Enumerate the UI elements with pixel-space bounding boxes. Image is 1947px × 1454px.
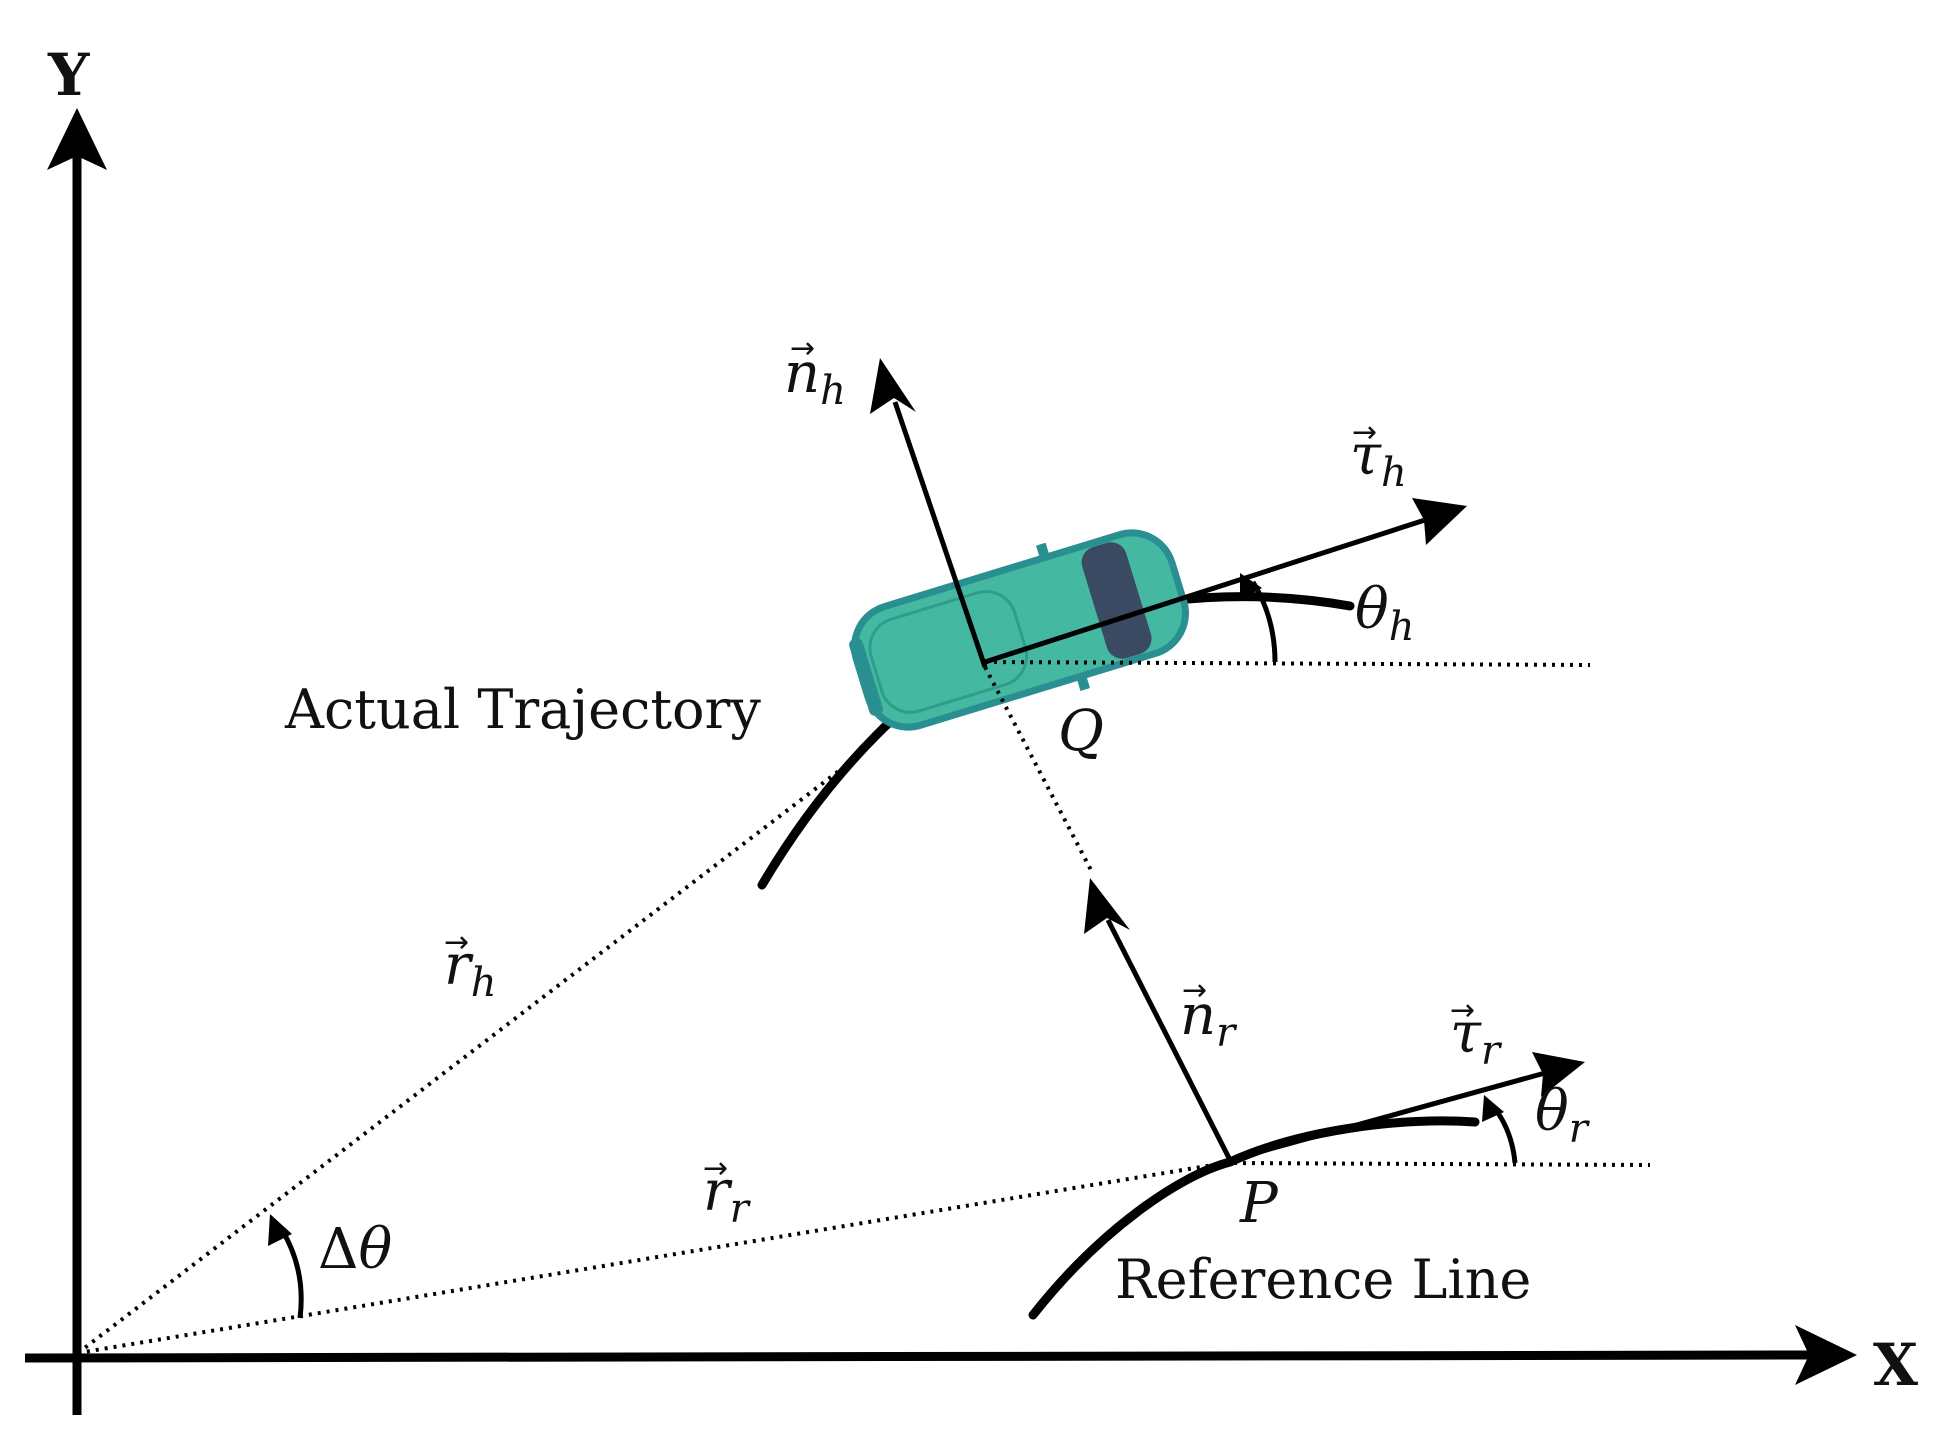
label-theta-r: θr [1535, 1079, 1591, 1152]
car-front-bumper [849, 638, 883, 716]
delta-theta-arc-arrowhead [268, 1214, 292, 1246]
y-axis-arrowhead [47, 108, 107, 170]
n-h-subscript: h [820, 368, 846, 414]
n-h-arrow-accent: → [790, 331, 815, 366]
theta-r-subscript: r [1569, 1106, 1591, 1152]
frame-at-p [1084, 878, 1585, 1164]
x-axis-arrowhead [1795, 1325, 1857, 1385]
n-r-arrow-accent: → [1182, 973, 1207, 1008]
n-r-vector-line [1105, 918, 1233, 1162]
car-side-mirror-bottom [1075, 672, 1091, 691]
svg-text:rr: rr [703, 1159, 752, 1232]
q-to-p-dotted-line [983, 666, 1094, 873]
x-axis [24, 1350, 1811, 1363]
tau-h-arrowhead [1412, 498, 1467, 545]
svg-text:τr: τr [1450, 1001, 1503, 1074]
n-h-symbol: n [784, 341, 820, 406]
label-theta-h: θh [1355, 577, 1414, 650]
theta-h-symbol: θ [1355, 577, 1389, 642]
label-r-r: → rr [703, 1151, 752, 1232]
q-horizontal-dotted-line [984, 660, 1591, 667]
theta-h-subscript: h [1389, 604, 1415, 650]
theta-h-arc-arrowhead [1240, 573, 1262, 600]
svg-text:nr: nr [1180, 983, 1238, 1056]
frame-at-q [870, 358, 1467, 668]
tau-r-vector-line [1229, 1070, 1546, 1163]
svg-text:τh: τh [1350, 423, 1407, 496]
tau-r-symbol: τ [1450, 1001, 1482, 1066]
delta-theta-symbol: θ [358, 1217, 392, 1282]
r-h-symbol: r [444, 933, 474, 998]
tau-r-subscript: r [1481, 1028, 1503, 1074]
y-axis-label: Y [47, 41, 90, 109]
n-r-symbol: n [1180, 983, 1216, 1048]
delta-theta-angle-arc [279, 1228, 304, 1319]
r-r-symbol: r [703, 1159, 733, 1224]
n-h-arrowhead [870, 358, 916, 414]
tau-r-arrow-accent: → [1450, 993, 1475, 1028]
tau-r-arrowhead [1532, 1052, 1585, 1097]
car-side-mirror-top [1036, 542, 1051, 561]
label-r-h: → rh [444, 925, 497, 1006]
reference-line-curve [1028, 1116, 1480, 1320]
label-tau-r: → τr [1450, 993, 1503, 1074]
svg-text:rh: rh [444, 933, 497, 1006]
n-r-arrowhead [1084, 878, 1130, 934]
label-delta-theta: Δθ [318, 1217, 392, 1282]
p-horizontal-dotted-line [1224, 1161, 1651, 1167]
tau-h-subscript: h [1381, 450, 1407, 496]
coordinate-axes: Y X [24, 41, 1918, 1415]
label-n-h: → nh [784, 331, 846, 414]
theta-r-symbol: θ [1535, 1079, 1569, 1144]
r-r-subscript: r [730, 1186, 752, 1232]
label-n-r: → nr [1180, 973, 1238, 1056]
r-h-arrow-accent: → [444, 925, 469, 960]
svg-text:θr: θr [1535, 1079, 1591, 1152]
tau-h-symbol: τ [1350, 423, 1382, 488]
theta-r-arc-arrowhead [1482, 1095, 1504, 1122]
n-r-subscript: r [1216, 1010, 1238, 1056]
delta-symbol: Δ [318, 1217, 358, 1282]
car-roof-window [1081, 542, 1152, 659]
svg-text:Δθ: Δθ [318, 1217, 392, 1282]
n-h-vector-line [892, 401, 988, 668]
car-hood-panel [868, 590, 1029, 714]
r-h-dotted-line [76, 768, 842, 1355]
label-tau-h: → τh [1350, 415, 1407, 496]
point-p-label: P [1239, 1171, 1279, 1236]
svg-text:θh: θh [1355, 577, 1414, 650]
svg-text:nh: nh [784, 341, 846, 414]
actual-trajectory-caption: Actual Trajectory [284, 678, 761, 741]
reference-line-caption: Reference Line [1115, 1248, 1531, 1311]
r-r-arrow-accent: → [703, 1151, 728, 1186]
r-h-subscript: h [471, 960, 497, 1006]
point-q-label: Q [1058, 699, 1104, 764]
tau-h-vector-line [984, 517, 1426, 665]
tau-h-arrow-accent: → [1352, 415, 1377, 450]
car-icon [849, 529, 1189, 731]
x-axis-label: X [1873, 1331, 1918, 1399]
position-vectors [76, 768, 1226, 1355]
r-r-dotted-line [77, 1161, 1226, 1355]
